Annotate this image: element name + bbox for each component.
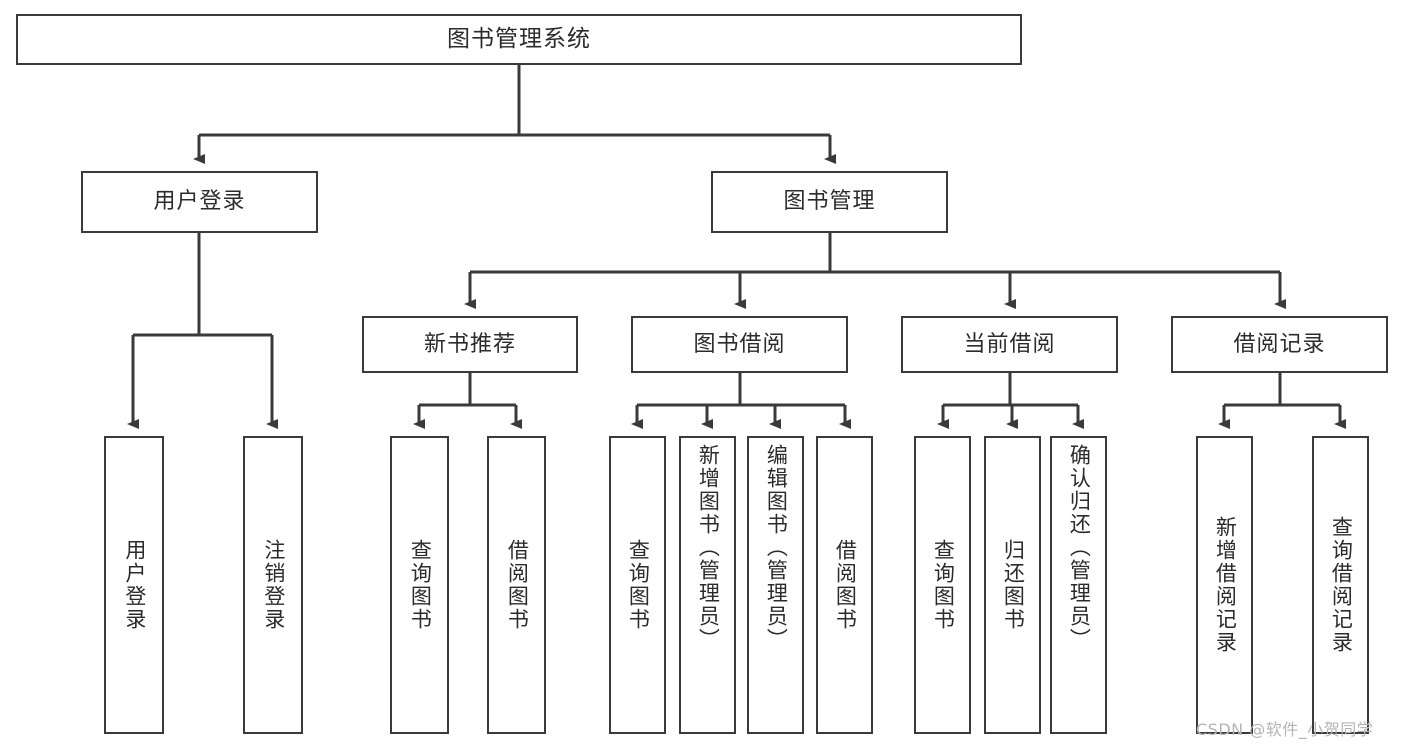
leaf-add-borrow-record-label: 新增借阅记录 bbox=[1213, 516, 1238, 654]
leaf-borrow-book[interactable]: 借阅图书 bbox=[816, 436, 873, 734]
leaf-logout-label: 注销登录 bbox=[261, 539, 286, 631]
leaf-query-book-borrow-label: 查询图书 bbox=[626, 539, 651, 631]
node-borrow-record-label: 借阅记录 bbox=[1233, 331, 1326, 357]
leaf-query-book-recommend-label: 查询图书 bbox=[408, 539, 433, 631]
leaf-edit-book-admin-label: 编辑图书（管理员） bbox=[764, 444, 789, 651]
leaf-user-login-label: 用户登录 bbox=[122, 539, 147, 631]
leaf-confirm-return-admin[interactable]: 确认归还（管理员） bbox=[1050, 436, 1107, 734]
leaf-query-borrow-record-label: 查询借阅记录 bbox=[1329, 516, 1354, 654]
node-book-management[interactable]: 图书管理 bbox=[711, 171, 948, 233]
leaf-add-borrow-record[interactable]: 新增借阅记录 bbox=[1196, 436, 1253, 734]
csdn-watermark: CSDN @软件_小贺同学 bbox=[1196, 720, 1374, 739]
node-new-book-recommend[interactable]: 新书推荐 bbox=[362, 316, 578, 373]
leaf-add-book-admin[interactable]: 新增图书（管理员） bbox=[679, 436, 736, 734]
node-user-login-label: 用户登录 bbox=[153, 189, 246, 215]
leaf-query-book-borrow[interactable]: 查询图书 bbox=[609, 436, 666, 734]
leaf-add-book-admin-label: 新增图书（管理员） bbox=[696, 444, 721, 651]
leaf-query-book-recommend[interactable]: 查询图书 bbox=[390, 436, 449, 734]
node-book-borrow-label: 图书借阅 bbox=[693, 331, 786, 357]
leaf-query-book-current[interactable]: 查询图书 bbox=[914, 436, 971, 734]
leaf-return-book[interactable]: 归还图书 bbox=[984, 436, 1041, 734]
leaf-return-book-label: 归还图书 bbox=[1001, 539, 1026, 631]
leaf-borrow-book-recommend-label: 借阅图书 bbox=[505, 539, 530, 631]
node-borrow-record[interactable]: 借阅记录 bbox=[1171, 316, 1388, 373]
node-book-borrow[interactable]: 图书借阅 bbox=[631, 316, 848, 373]
leaf-logout[interactable]: 注销登录 bbox=[243, 436, 303, 734]
node-user-login[interactable]: 用户登录 bbox=[81, 171, 318, 233]
node-root-label: 图书管理系统 bbox=[447, 26, 591, 53]
leaf-edit-book-admin[interactable]: 编辑图书（管理员） bbox=[747, 436, 804, 734]
leaf-user-login[interactable]: 用户登录 bbox=[104, 436, 164, 734]
leaf-borrow-book-recommend[interactable]: 借阅图书 bbox=[487, 436, 546, 734]
node-root[interactable]: 图书管理系统 bbox=[16, 14, 1022, 65]
node-new-book-recommend-label: 新书推荐 bbox=[423, 331, 516, 357]
leaf-query-borrow-record[interactable]: 查询借阅记录 bbox=[1312, 436, 1369, 734]
leaf-borrow-book-label: 借阅图书 bbox=[833, 539, 858, 631]
node-current-borrow[interactable]: 当前借阅 bbox=[901, 316, 1118, 373]
node-book-management-label: 图书管理 bbox=[783, 189, 876, 215]
node-current-borrow-label: 当前借阅 bbox=[963, 331, 1056, 357]
leaf-query-book-current-label: 查询图书 bbox=[931, 539, 956, 631]
leaf-confirm-return-admin-label: 确认归还（管理员） bbox=[1067, 444, 1092, 651]
